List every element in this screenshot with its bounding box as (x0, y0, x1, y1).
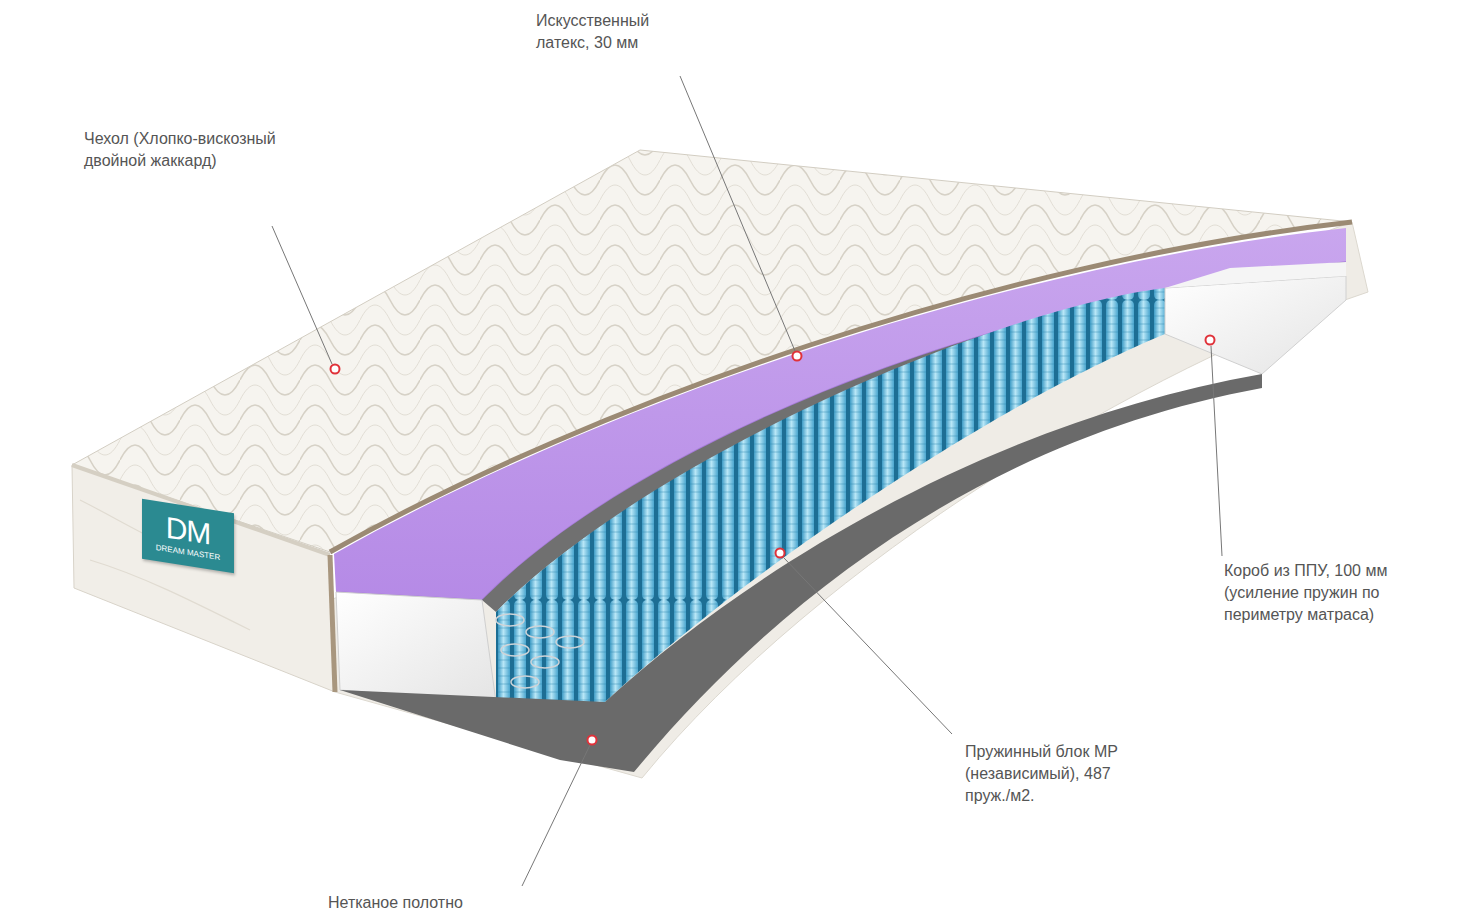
callout-label: Короб из ППУ, 100 мм (усиление пружин по… (1224, 560, 1424, 626)
callout-label: Пружинный блок МР (независимый), 487 пру… (965, 741, 1150, 807)
callout-text: Нетканое полотно (328, 892, 528, 914)
callout-label: Нетканое полотно (328, 892, 528, 914)
callout-text: Пружинный блок МР (независимый), 487 пру… (965, 741, 1150, 807)
callout-text: Короб из ППУ, 100 мм (усиление пружин по… (1224, 560, 1424, 626)
callout-text: Чехол (Хлопко-вискозный двойной жаккард) (84, 128, 284, 172)
callout-label: Искусственный латекс, 30 мм (536, 10, 676, 54)
callout-text: Искусственный латекс, 30 мм (536, 10, 676, 54)
callout-label: Чехол (Хлопко-вискозный двойной жаккард) (84, 128, 284, 172)
